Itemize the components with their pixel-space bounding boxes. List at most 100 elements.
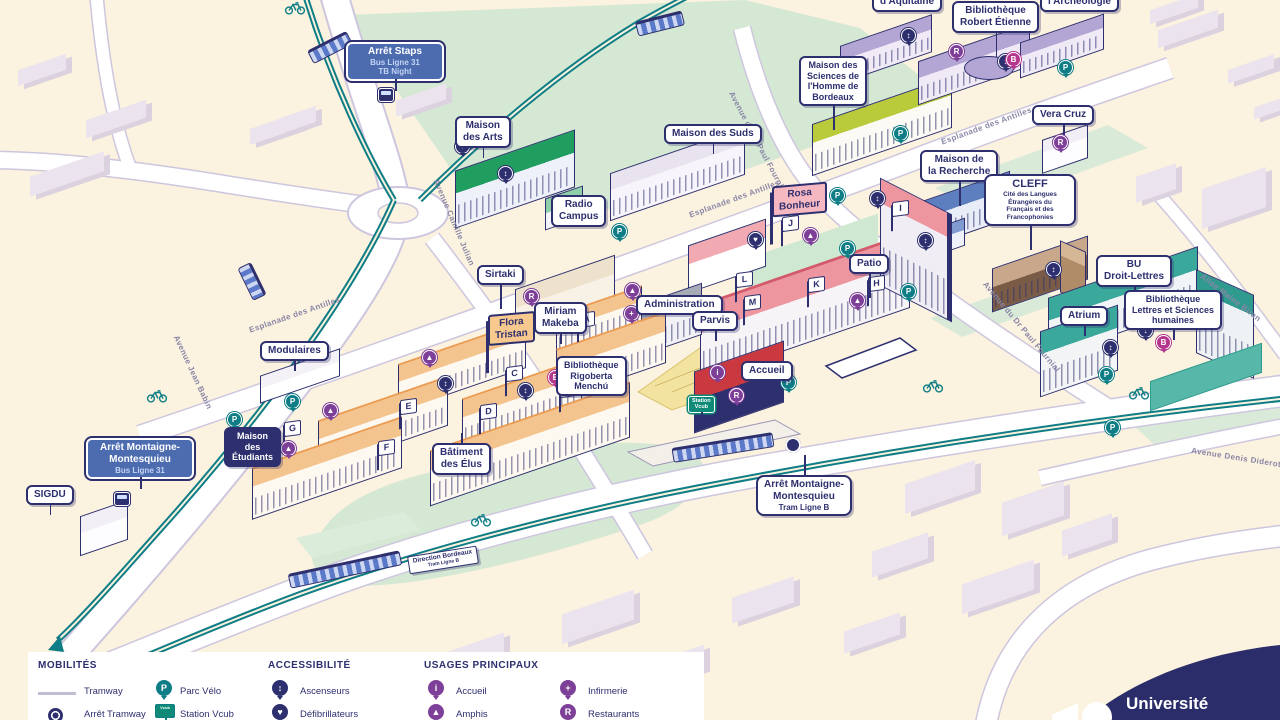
restaurant-glyph: R <box>1057 138 1064 147</box>
tramway-line-icon <box>38 692 76 695</box>
building-flag-i: I <box>892 199 909 218</box>
sign-station-vcub[interactable]: Station Vcub <box>688 396 715 424</box>
bike-park-pin: P <box>893 126 908 144</box>
bike-park-glyph: P <box>289 397 296 406</box>
defibrillator-pin: ♥ <box>272 704 288 720</box>
amphi-pin: ▲ <box>850 293 865 311</box>
sign-maison-de-la-recherche[interactable]: Maison de la Recherche <box>920 150 999 205</box>
sign-subtitle: Cité des Langues Étrangères du Français … <box>1003 190 1057 221</box>
restaurant-glyph: R <box>564 707 572 717</box>
building-flag-d: D <box>480 402 497 421</box>
elevator-glyph: ↕ <box>906 31 911 40</box>
sign-flora-tristan[interactable]: Flora Tristan <box>488 310 535 347</box>
legend-item-station-vcub: Station Vcub <box>180 709 234 720</box>
bike-park-pin: P <box>1105 420 1120 438</box>
sign-maison-archeologie[interactable]: l'Archéologie <box>1040 0 1119 12</box>
sign-batiment-des-elus[interactable]: Bâtiment des Élus <box>432 433 491 475</box>
university-logo-mark <box>1082 702 1112 720</box>
bike-park-glyph: P <box>1062 63 1069 72</box>
sign-maison-des-suds[interactable]: Maison des Suds <box>664 124 762 154</box>
elevator-pin: ↕ <box>901 28 916 46</box>
sign-modulaires[interactable]: Modulaires <box>260 341 329 371</box>
legend-item-accueil: Accueil <box>456 686 487 697</box>
sign-bibliotheque-lettres[interactable]: Bibliothèque Lettres et Sciences humaine… <box>1124 290 1223 340</box>
elevator-pin: ↕ <box>498 166 513 184</box>
sign-bibliotheque-robert-etienne[interactable]: Bibliothèque Robert Étienne <box>952 1 1040 56</box>
restaurant-pin: R <box>524 289 539 307</box>
building-flag-k: K <box>808 275 825 294</box>
legend-panel: MOBILITÉS Tramway Arrêt Tramway P Parc V… <box>28 652 704 720</box>
sign-patio[interactable]: Patio <box>849 254 890 298</box>
sign-radio-campus[interactable]: Radio Campus <box>551 195 607 227</box>
bike-park-pin: P <box>285 394 300 412</box>
amphi-glyph: ▲ <box>853 296 862 305</box>
amphi-pin: ▲ <box>422 350 437 368</box>
sign-rosa-bonheur[interactable]: Rosa Bonheur <box>772 181 828 218</box>
legend-item-restaurants: Restaurants <box>588 709 640 720</box>
bike-park-pin: P <box>1058 60 1073 78</box>
sign-bibliotheque-rigoberta-menchu[interactable]: Bibliothèque Rigoberta Menchú <box>556 356 627 396</box>
sign-subtitle: Bus Ligne 31 <box>115 465 165 475</box>
legend-item-arret-tramway: Arrêt Tramway <box>84 709 146 720</box>
legend-item-ascenseurs: Ascenseurs <box>300 686 350 697</box>
infirmary-glyph: + <box>629 309 634 318</box>
legend-item-amphis: Amphis <box>456 709 488 720</box>
library-pin: B <box>1156 335 1171 353</box>
university-brand-name: Université <box>1126 694 1209 713</box>
elevator-pin: ↕ <box>918 233 933 251</box>
legend-item-tramway: Tramway <box>84 686 123 697</box>
bicycle-icon <box>922 380 944 393</box>
sign-miriam-makeba[interactable]: Miriam Makeba <box>534 302 587 344</box>
bike-park-glyph: P <box>834 191 841 200</box>
elevator-glyph: ↕ <box>277 683 283 693</box>
sign-atrium[interactable]: Atrium <box>1060 306 1109 336</box>
amphi-pin: ▲ <box>625 283 640 301</box>
bus-stop-icon <box>114 492 130 506</box>
sign-parvis[interactable]: Parvis <box>692 311 739 341</box>
amphi-glyph: ▲ <box>806 231 815 240</box>
sign-vera-cruz[interactable]: Vera Cruz <box>1032 105 1095 135</box>
restaurant-glyph: R <box>733 391 740 400</box>
defibrillator-glyph: ♥ <box>277 707 283 717</box>
amphi-pin: ▲ <box>428 704 444 720</box>
restaurant-pin: R <box>1053 135 1068 153</box>
amphi-pin: ▲ <box>323 403 338 421</box>
tram-stop-icon <box>785 437 801 453</box>
legend-item-defibrillateurs: Défibrillateurs <box>300 709 359 720</box>
field-tram-strip <box>296 512 420 558</box>
sign-msh-bordeaux[interactable]: Maison des Sciences de l'Homme de Bordea… <box>799 56 868 132</box>
building-flag-l: L <box>736 270 753 289</box>
amphi-glyph: ▲ <box>284 444 293 453</box>
building-flag-g: G <box>284 419 301 438</box>
sign-archeopole-aquitaine[interactable]: d'Aquitaine <box>872 0 943 12</box>
legend-section-accessibilite: ACCESSIBILITÉ <box>268 660 351 671</box>
building-flag-f: F <box>378 438 395 457</box>
canopy-structure <box>824 337 918 379</box>
bike-park-pin: P <box>830 188 845 206</box>
sign-sirtaki[interactable]: Sirtaki <box>477 265 524 309</box>
elevator-glyph: ↕ <box>875 194 880 203</box>
legend-item-infirmerie: Infirmerie <box>588 686 628 697</box>
library-glyph: B <box>1010 55 1017 64</box>
infirmary-glyph: + <box>565 683 571 693</box>
info-glyph: i <box>434 683 438 693</box>
legend-section-mobilites: MOBILITÉS <box>38 660 97 671</box>
restaurant-glyph: R <box>953 47 960 56</box>
bike-park-glyph: P <box>897 129 904 138</box>
bike-park-glyph: P <box>1103 370 1110 379</box>
legend-section-usages: USAGES PRINCIPAUX <box>424 660 539 671</box>
sign-accueil[interactable]: Accueil <box>741 361 793 381</box>
sign-title: Arrêt Montaigne- Montesquieu <box>764 479 844 502</box>
sign-administration[interactable]: Administration <box>636 295 723 315</box>
sign-maison-des-etudiants[interactable]: Maison des Étudiants <box>224 427 282 467</box>
sign-sigdu[interactable]: SIGDU <box>26 485 74 515</box>
sign-bu-droit-lettres[interactable]: BU Droit-Lettres <box>1096 255 1173 310</box>
restaurant-pin: R <box>560 704 576 720</box>
sign-maison-des-arts[interactable]: Maison des Arts <box>455 116 511 158</box>
info-glyph: i <box>716 368 719 377</box>
